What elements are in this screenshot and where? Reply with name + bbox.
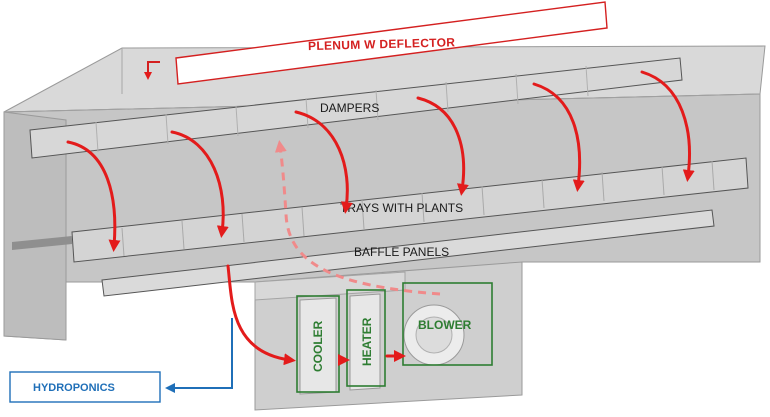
dampers-label: DAMPERS <box>320 101 379 115</box>
heater-label: HEATER <box>360 317 374 366</box>
airflow-arrow-icon <box>640 70 695 182</box>
heater-box <box>346 289 386 387</box>
baffle-panels: BAFFLE PANELS <box>101 209 715 297</box>
blower-label: BLOWER <box>418 318 472 332</box>
trays-label: TRAYS WITH PLANTS <box>340 201 463 215</box>
airflow-arrow-icon <box>416 96 469 196</box>
plenum-pointer-icon <box>144 61 160 80</box>
plenum-label: PLENUM W DEFLECTOR <box>308 35 456 53</box>
dampers-panel: DAMPERS <box>29 57 683 159</box>
airflow-arrow-icon <box>66 140 121 252</box>
airflow-arrow-icon <box>294 110 353 214</box>
airflow-arrow-icon <box>532 82 585 192</box>
cooler-label: COOLER <box>311 320 325 372</box>
hydroponics-box <box>9 371 161 403</box>
blower-box <box>402 282 493 366</box>
airflow-arrow-icon <box>226 264 296 366</box>
cooler-box <box>296 295 340 393</box>
airflow-arrows <box>66 70 695 366</box>
return-air-arrow-icon <box>274 140 441 296</box>
mechanical-box <box>254 261 523 411</box>
airflow-arrow-icon <box>170 130 229 238</box>
baffle-label: BAFFLE PANELS <box>354 245 449 259</box>
blower-unit <box>403 304 465 366</box>
hydroponics-line <box>165 318 233 393</box>
plenum-callout: PLENUM W DEFLECTOR <box>144 1 608 85</box>
hydroponics-label: HYDROPONICS <box>33 382 115 394</box>
